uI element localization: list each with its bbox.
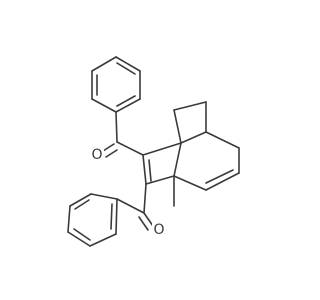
oxygen-label: O [153, 222, 164, 238]
bond [67, 205, 71, 233]
bond [115, 198, 118, 235]
bond [116, 198, 145, 214]
bond [173, 142, 182, 177]
bond [91, 56, 117, 72]
bond [69, 193, 92, 207]
carbonyl-double-bond [105, 149, 118, 158]
oxygen-label-bg [90, 147, 104, 163]
carbonyl-upper: O [90, 111, 144, 163]
bond [142, 142, 182, 156]
bond [116, 141, 144, 156]
bond [115, 111, 118, 143]
phenyl-ring-lower [67, 193, 118, 247]
double-bond-inner [74, 199, 90, 210]
bond [89, 233, 117, 247]
bond [173, 175, 207, 191]
bond [115, 98, 141, 113]
double-bond-inner [148, 159, 152, 182]
bond [143, 183, 147, 214]
bicyclic-core [142, 101, 240, 207]
double-bond-inner [116, 62, 136, 75]
carbonyl-double-bond [102, 143, 115, 152]
carbonyl-double-bond [138, 216, 149, 231]
bond [145, 175, 175, 185]
bond [67, 231, 91, 247]
oxygen-label-bg [152, 222, 166, 238]
bond [173, 109, 182, 144]
molecule-structure: O O [67, 56, 240, 247]
bond [205, 172, 240, 191]
bond [115, 56, 141, 72]
carbonyl-lower: O [116, 183, 166, 238]
double-bond-inner [73, 228, 91, 241]
double-bond-inner [116, 95, 136, 107]
bond [180, 131, 207, 144]
double-bond-inner [110, 203, 113, 230]
double-bond-inner [205, 169, 234, 184]
phenyl-ring-upper [91, 56, 141, 113]
bond [91, 98, 117, 113]
bond [205, 131, 240, 149]
oxygen-label: O [91, 147, 102, 163]
bond [90, 193, 118, 200]
bond [173, 101, 207, 111]
bond [142, 154, 147, 185]
carbonyl-double-bond [143, 212, 154, 227]
